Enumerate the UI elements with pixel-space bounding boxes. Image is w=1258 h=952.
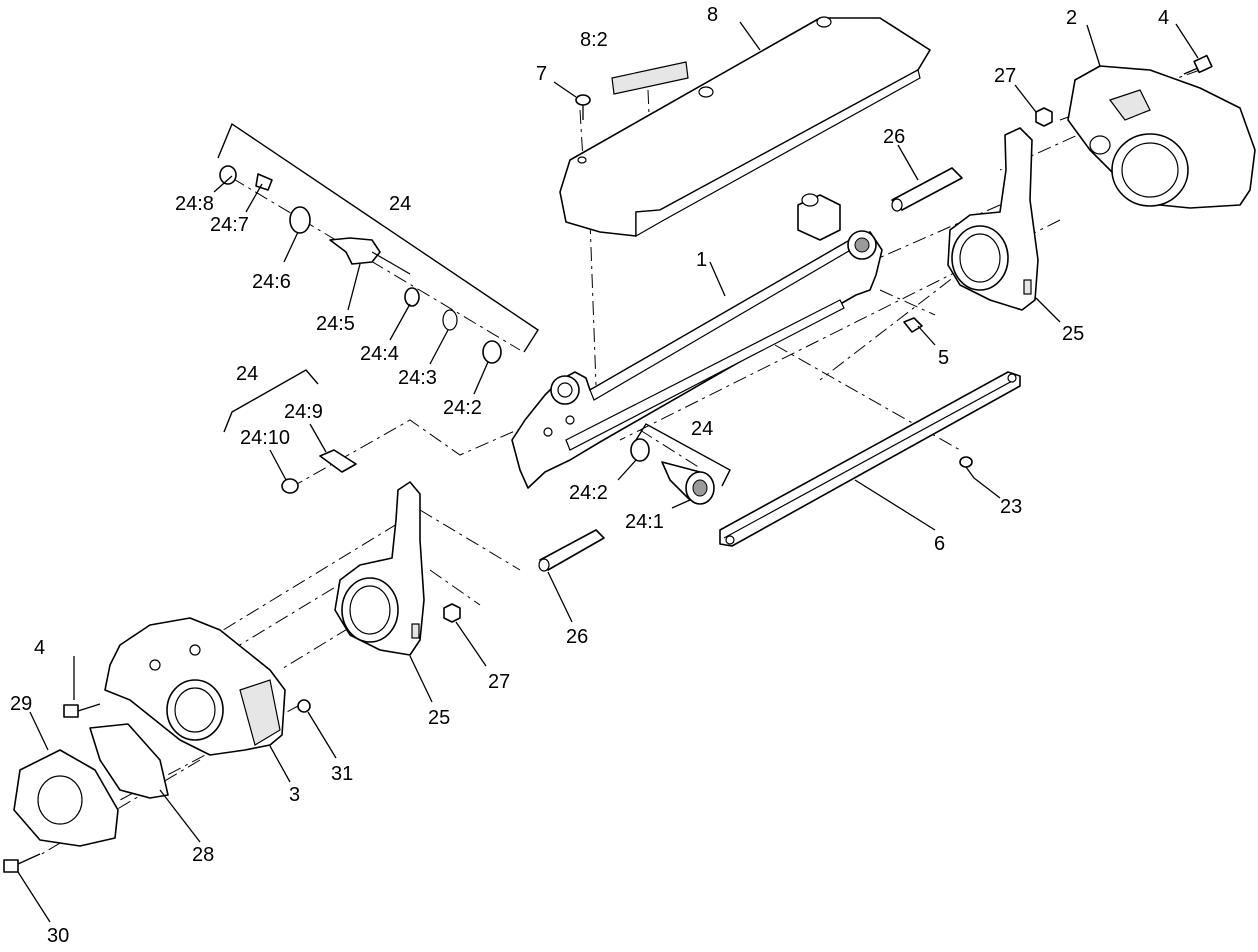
callout-25-left: 25 [428, 707, 450, 729]
callout-24-5: 24:5 [316, 313, 355, 335]
screw-part-23 [959, 456, 975, 479]
part-24-6 [289, 206, 311, 234]
side-arm-part-25-left [334, 481, 425, 656]
part-24-7 [255, 173, 273, 191]
callout-2: 2 [1066, 7, 1077, 29]
callout-28: 28 [192, 844, 214, 866]
callout-24-7: 24:7 [210, 214, 249, 236]
callout-27-top: 27 [994, 65, 1016, 87]
part-24-2-top [482, 340, 502, 364]
part-24-9 [319, 449, 357, 473]
end-housing-right-part-2 [1067, 65, 1256, 209]
callout-24-2-right: 24:2 [569, 482, 608, 504]
gasket-part-28 [89, 723, 169, 799]
callout-24-right: 24 [691, 418, 713, 440]
callout-24-6: 24:6 [252, 271, 291, 293]
nut-part-27-top [1035, 107, 1053, 127]
callout-8: 8 [707, 4, 718, 26]
callout-8-2: 8:2 [580, 29, 608, 51]
bolt-part-4-left [63, 703, 101, 718]
callout-6: 6 [934, 533, 945, 555]
callout-30: 30 [47, 925, 69, 947]
cover-plate-part-8 [559, 16, 931, 238]
callout-1: 1 [696, 249, 707, 271]
callout-4-left: 4 [34, 637, 45, 659]
callout-3: 3 [289, 784, 300, 806]
cover-part-29 [13, 749, 119, 847]
rail-part-6 [719, 371, 1021, 547]
bolt-part-30 [3, 853, 41, 873]
side-arm-part-25-right [947, 127, 1039, 311]
callout-26-top: 26 [883, 126, 905, 148]
part-24-2-right [630, 438, 650, 462]
part-24-4 [404, 287, 420, 307]
screw-part-7 [575, 94, 591, 120]
assembly-24-exploded-pieces [219, 165, 502, 364]
callout-24-8: 24:8 [175, 193, 214, 215]
main-frame-part-1 [511, 193, 883, 489]
nut-part-31 [297, 699, 311, 713]
part-24-3 [442, 309, 458, 331]
callout-24-top: 24 [389, 193, 411, 215]
callout-24-10: 24:10 [240, 427, 290, 449]
callout-26-bottom: 26 [566, 626, 588, 648]
callout-4-top: 4 [1158, 7, 1169, 29]
bolt-part-4-top [1183, 54, 1213, 75]
callout-labels: 8 8:2 7 2 4 27 26 24 24:8 24:7 24:6 1 24… [10, 4, 1169, 947]
callout-24-3: 24:3 [398, 367, 437, 389]
callout-29: 29 [10, 693, 32, 715]
callout-25-right: 25 [1062, 323, 1084, 345]
part-24-8 [219, 165, 237, 185]
shaft-part-26-bottom [538, 529, 605, 572]
leader-lines [17, 21, 1199, 923]
callout-7: 7 [536, 63, 547, 85]
part-24-10 [281, 478, 299, 494]
nut-part-27-bottom [443, 603, 461, 623]
callout-5: 5 [938, 347, 949, 369]
square-nut-part-5 [903, 317, 923, 333]
callout-31: 31 [331, 763, 353, 785]
callout-24-4: 24:4 [360, 343, 399, 365]
callout-24-1: 24:1 [625, 511, 664, 533]
callout-23: 23 [1000, 496, 1022, 518]
callout-24-2-top: 24:2 [443, 397, 482, 419]
part-24-5 [329, 237, 381, 265]
shaft-part-26-top [891, 167, 963, 212]
callout-24-small: 24 [236, 363, 258, 385]
end-housing-left-part-3 [104, 617, 286, 756]
callout-27-bottom: 27 [488, 671, 510, 693]
assembly-24-gear-roller [630, 438, 715, 505]
group-brackets [217, 122, 731, 487]
assembly-24-small-pieces [281, 449, 357, 494]
callout-24-9: 24:9 [284, 401, 323, 423]
